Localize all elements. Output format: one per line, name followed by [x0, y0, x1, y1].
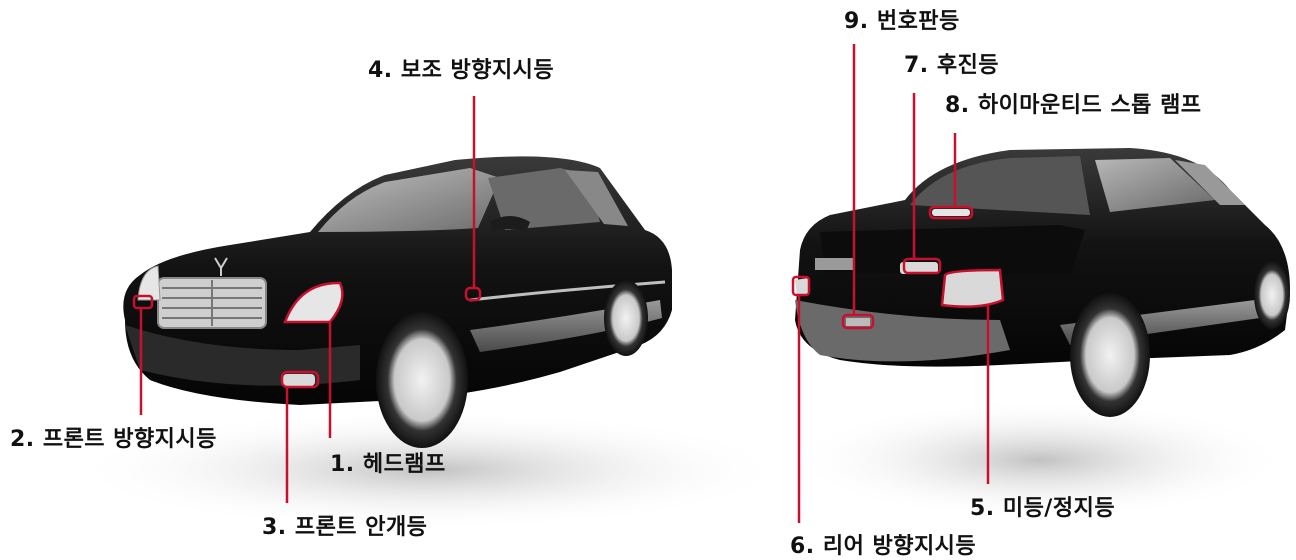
high-mount-highlight: [928, 205, 974, 220]
rear-view-car: [790, 148, 1290, 520]
reverse-lamp-highlight: [902, 257, 942, 275]
label-front-turn-signal: 2. 프론트 방향지시등: [10, 427, 217, 452]
leader-lines: [132, 44, 1005, 523]
label-front-fog-lamp: 3. 프론트 안개등: [262, 515, 428, 540]
label-reverse-lamp: 7. 후진등: [904, 53, 1000, 78]
label-high-mount-stop-lamp: 8. 하이마운티드 스톱 램프: [945, 93, 1202, 118]
front-view-car: [70, 156, 790, 530]
label-headlamp: 1. 헤드램프: [330, 452, 446, 477]
front-turn-signal-highlight: [132, 294, 154, 310]
fog-lamp-highlight: [280, 370, 320, 389]
license-plate-lamp-highlight: [841, 313, 875, 330]
label-side-turn-signal: 4. 보조 방향지시등: [368, 58, 555, 83]
label-license-plate-lamp: 9. 번호판등: [844, 9, 960, 34]
headlamp-highlight: [283, 281, 344, 324]
label-rear-turn-signal: 6. 리어 방향지시등: [790, 534, 977, 559]
rear-turn-signal-highlight: [791, 275, 811, 297]
tail-stop-highlight: [940, 268, 1005, 308]
label-tail-stop-lamp: 5. 미등/정지등: [970, 496, 1116, 521]
